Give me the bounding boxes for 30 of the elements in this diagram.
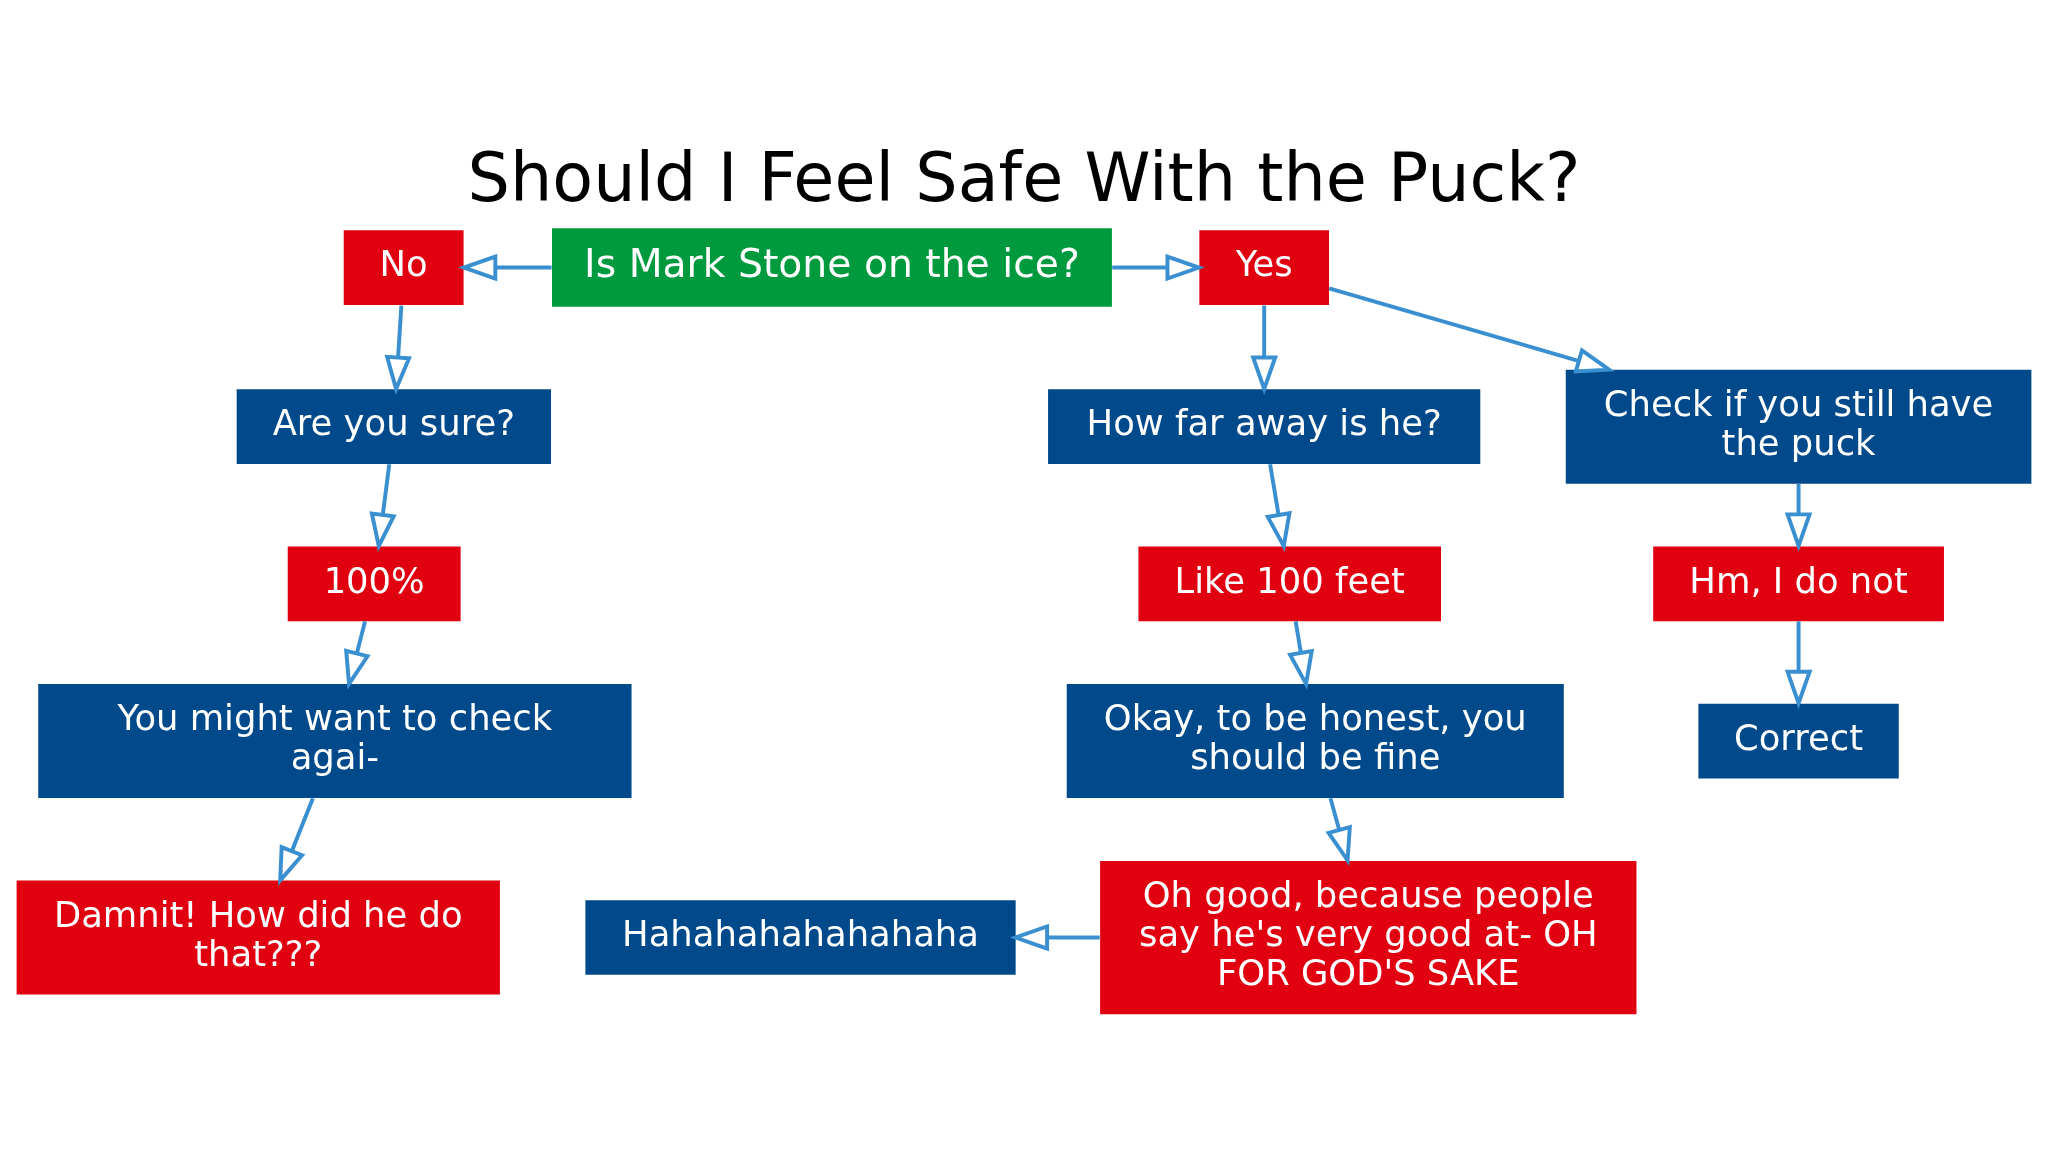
node-box: Hm, I do not bbox=[1653, 546, 1944, 621]
node-box: 100% bbox=[287, 546, 461, 621]
node-box: How far away is he? bbox=[1048, 388, 1481, 464]
node-box: Hahahahahahahaha bbox=[585, 899, 1016, 975]
arrow bbox=[1250, 305, 1278, 395]
arrow bbox=[1009, 923, 1100, 951]
node-box: Oh good, because people say he's very good at- OH FOR GOD'S SAKE bbox=[1100, 860, 1637, 1014]
arrow bbox=[369, 463, 397, 552]
arrow bbox=[457, 253, 552, 281]
node-box: Are you sure? bbox=[236, 388, 551, 464]
arrow bbox=[1328, 286, 1615, 374]
node-box: Is Mark Stone on the ice? bbox=[552, 227, 1112, 307]
arrow bbox=[1264, 463, 1292, 552]
node-box: Yes bbox=[1199, 229, 1329, 305]
node-box: Okay, to be honest, you should be fine bbox=[1066, 683, 1564, 798]
arrow bbox=[1287, 620, 1315, 690]
node-box: Correct bbox=[1698, 703, 1899, 778]
diagram-title: Should I Feel Safe With the Puck? bbox=[467, 138, 1581, 217]
node-box: Damnit! How did he do that??? bbox=[16, 880, 500, 994]
node-box: You might want to check agai- bbox=[38, 683, 632, 798]
arrow bbox=[278, 796, 315, 886]
arrow bbox=[1784, 620, 1813, 709]
node-box: No bbox=[343, 229, 464, 305]
arrow bbox=[384, 304, 412, 395]
arrow bbox=[1112, 253, 1205, 281]
node-box: Like 100 feet bbox=[1138, 546, 1441, 621]
arrow bbox=[1325, 797, 1352, 866]
arrow bbox=[1784, 483, 1813, 552]
node-box: Check if you still have the puck bbox=[1565, 369, 2032, 484]
arrow bbox=[344, 620, 371, 690]
